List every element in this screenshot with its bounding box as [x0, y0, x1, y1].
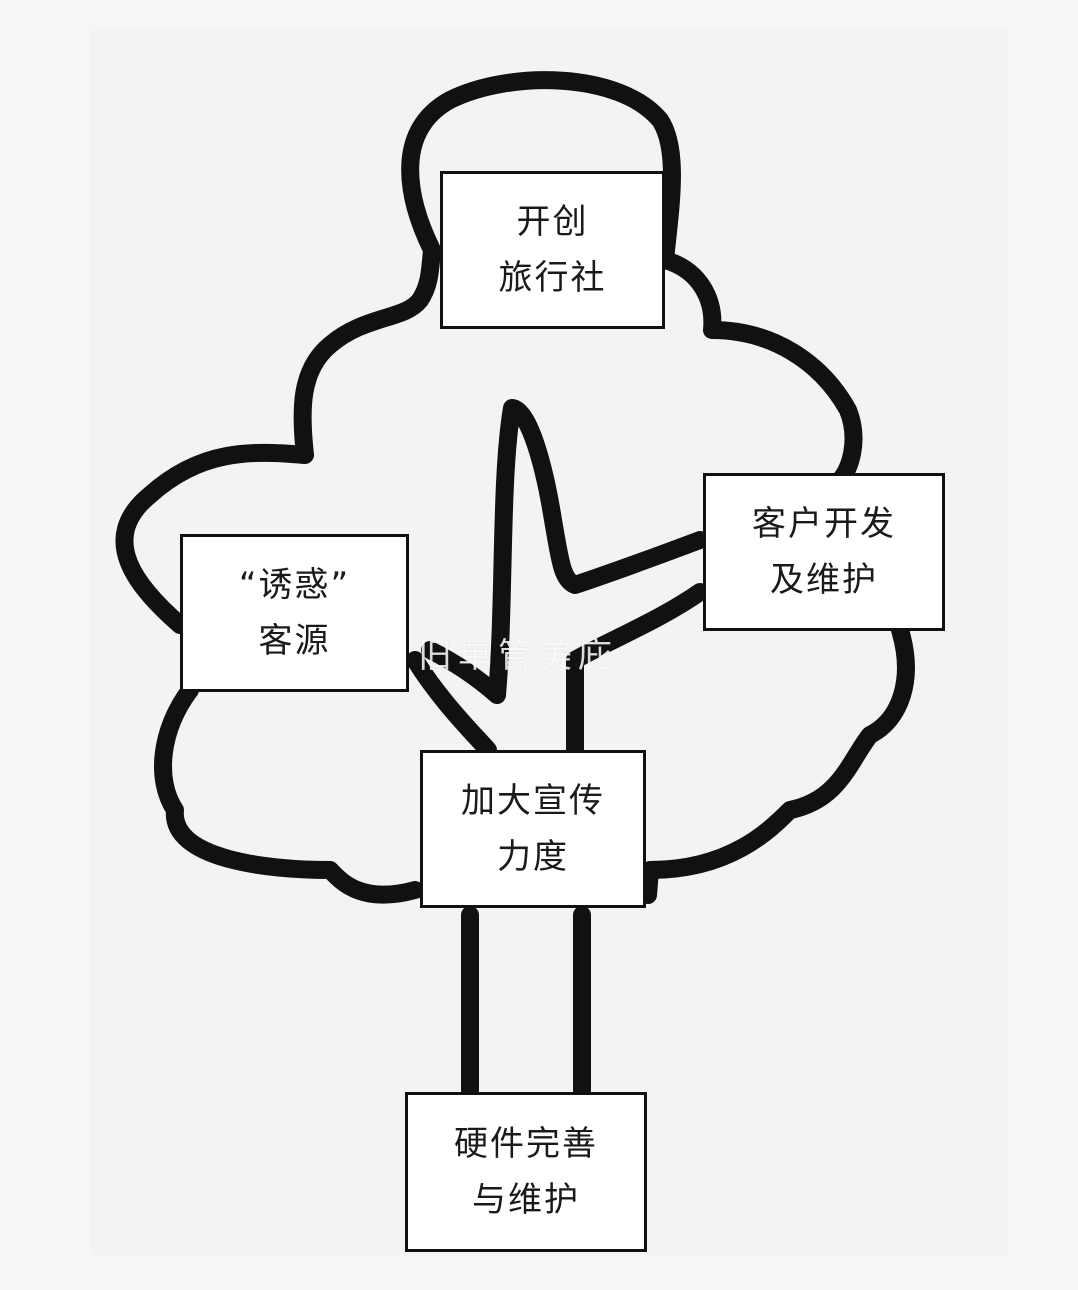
node-left-line2: 客源: [258, 621, 331, 661]
node-top-line2: 旅行社: [498, 258, 607, 298]
node-top-line1: 开创: [516, 202, 589, 242]
node-right-line2: 及维护: [770, 560, 878, 600]
node-hardware-improvement: 硬件完善 与维护: [405, 1092, 647, 1252]
node-middle-line2: 力度: [497, 837, 569, 877]
node-increase-promotion: 加大宣传 力度: [420, 750, 646, 908]
watermark-text: 旧单管美庇: [418, 636, 618, 676]
node-middle-line1: 加大宣传: [461, 781, 605, 821]
node-customer-development: 客户开发 及维护: [703, 473, 945, 631]
node-open-travel-agency: 开创 旅行社: [440, 171, 665, 329]
tree-trunk-outline: [406, 399, 709, 1099]
tree-canopy-outline: [115, 71, 915, 904]
node-bottom-line1: 硬件完善: [454, 1124, 598, 1164]
node-bottom-line2: 与维护: [472, 1180, 580, 1220]
node-attract-customers: “诱惑” 客源: [180, 534, 409, 692]
node-left-line1: “诱惑”: [238, 565, 351, 605]
node-right-line1: 客户开发: [752, 504, 896, 544]
